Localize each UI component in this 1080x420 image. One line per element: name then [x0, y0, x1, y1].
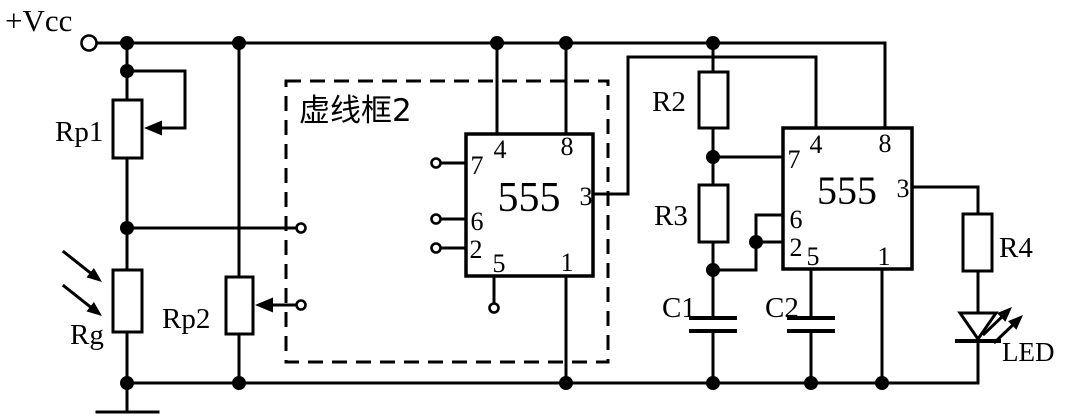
- wiper-arrow-icon: [144, 120, 162, 136]
- ic2-name: 555: [817, 168, 877, 213]
- r3-label: R3: [654, 200, 688, 232]
- rg-label: Rg: [70, 319, 104, 351]
- dashed-outline: [284, 79, 610, 364]
- open-terminal-icon: [430, 157, 442, 169]
- junction-dots: [120, 36, 889, 390]
- ic2-pin5-label: 5: [807, 242, 820, 271]
- component-labels: +Vcc Rp1 Rg Rp2 R2 R3 C1 C2 R4 LED: [5, 3, 1054, 367]
- ic2-pin6-label: 6: [790, 205, 803, 234]
- ic1-pin6-label: 6: [471, 207, 484, 236]
- c1-label: C1: [662, 292, 696, 324]
- divider-tap-wire: [125, 222, 307, 234]
- rp2-label: Rp2: [162, 303, 210, 335]
- potentiometer-rp2: [224, 41, 307, 385]
- led-label: LED: [1002, 337, 1054, 367]
- resistor-body-rg: [111, 268, 144, 334]
- resistor-body-rp2: [224, 275, 255, 336]
- dashed-box-2: 虚线框2: [284, 79, 610, 364]
- light-arrow-icon: [86, 302, 102, 316]
- ic1-pin1-label: 1: [561, 248, 574, 277]
- wiper-arrow-icon: [255, 297, 273, 313]
- resistor-body-r4: [961, 212, 994, 273]
- open-terminal-icon: [295, 299, 307, 311]
- dashed-box-label: 虚线框2: [299, 93, 412, 129]
- ic1-name: 555: [498, 175, 561, 221]
- resistor-body-rp1: [111, 98, 144, 160]
- resistor-body-r2: [697, 70, 730, 130]
- ic1-555: 555 7 4 8 6 2 3 5 1: [430, 41, 818, 385]
- light-arrow-icon: [86, 268, 102, 282]
- vcc-terminal-icon: [80, 34, 98, 52]
- ic1-pin7-label: 7: [471, 151, 484, 180]
- resistor-r3: [697, 155, 730, 272]
- capacitor-c1: [689, 268, 737, 385]
- resistor-r4: [910, 185, 994, 315]
- photoresistor-rg: [61, 249, 144, 385]
- open-terminal-icon: [295, 222, 307, 234]
- ground-rail: [95, 381, 980, 414]
- r2-label: R2: [652, 86, 686, 118]
- potentiometer-rp1: [111, 41, 187, 272]
- resistor-r2: [697, 41, 730, 159]
- ic1-pin4-label: 4: [494, 135, 507, 164]
- output-to-reset-wire: [591, 55, 818, 196]
- ic1-pin5-label: 5: [493, 249, 506, 278]
- ic2-pin1-label: 1: [878, 242, 891, 271]
- ic2-body: [781, 126, 914, 271]
- open-terminal-icon: [430, 213, 442, 225]
- open-terminal-icon: [488, 302, 500, 314]
- ic1-body: [464, 132, 595, 278]
- ic2-pin2-label: 2: [790, 233, 803, 262]
- ic1-pin2-label: 2: [470, 235, 483, 264]
- ic2-pin7-label: 7: [788, 145, 801, 174]
- ic1-pin3-label: 3: [580, 182, 593, 211]
- rp1-label: Rp1: [55, 116, 103, 148]
- ic2-555: 555 7 4 8 6 2 3 5 1: [781, 126, 914, 385]
- led-triangle-icon: [957, 311, 999, 342]
- resistor-body-r3: [697, 183, 730, 244]
- ic2-pin3-label: 3: [897, 174, 910, 203]
- ic1-pin8-label: 8: [561, 132, 574, 161]
- vcc-label: +Vcc: [5, 3, 72, 38]
- ic2-pin8-label: 8: [879, 129, 892, 158]
- light-arrow-icon: [1008, 315, 1023, 330]
- ic2-pin4-label: 4: [810, 130, 823, 159]
- led: [955, 307, 1023, 385]
- light-arrow-icon: [997, 307, 1012, 322]
- r4-label: R4: [999, 232, 1033, 264]
- capacitor-c2: [787, 316, 835, 385]
- c2-label: C2: [765, 292, 799, 324]
- open-terminal-icon: [430, 242, 442, 254]
